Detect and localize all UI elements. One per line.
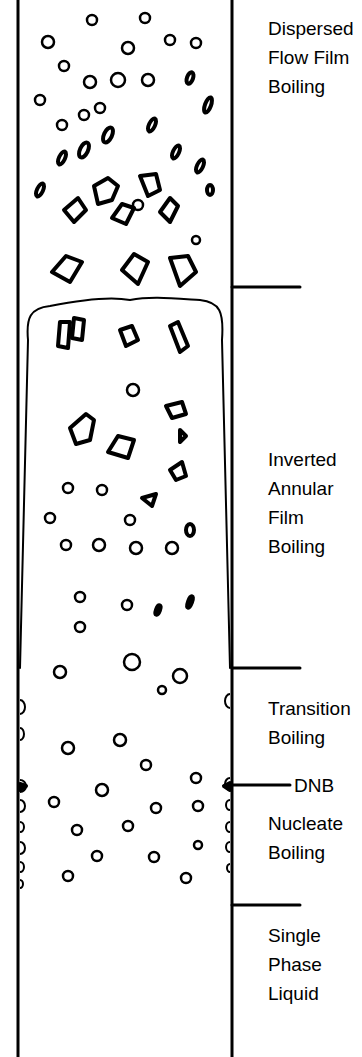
vapor-bubbles xyxy=(35,13,203,883)
region-label: Transition Boiling xyxy=(268,694,358,752)
liquid-core-outline xyxy=(20,298,230,668)
tube-wall xyxy=(17,0,20,1057)
tube-wall xyxy=(231,0,234,1057)
liquid-droplets xyxy=(20,71,230,790)
region-divider xyxy=(232,286,300,289)
region-label: Dispersed Flow Film Boiling xyxy=(268,14,358,101)
wall-bubbles xyxy=(20,694,230,888)
region-label: DNB xyxy=(294,771,356,800)
region-label: Single Phase Liquid xyxy=(268,921,358,1008)
region-divider xyxy=(232,667,300,670)
region-label: Inverted Annular Film Boiling xyxy=(268,445,358,561)
region-divider xyxy=(232,784,290,787)
region-label: Nucleate Boiling xyxy=(268,809,358,867)
region-divider xyxy=(232,904,300,907)
